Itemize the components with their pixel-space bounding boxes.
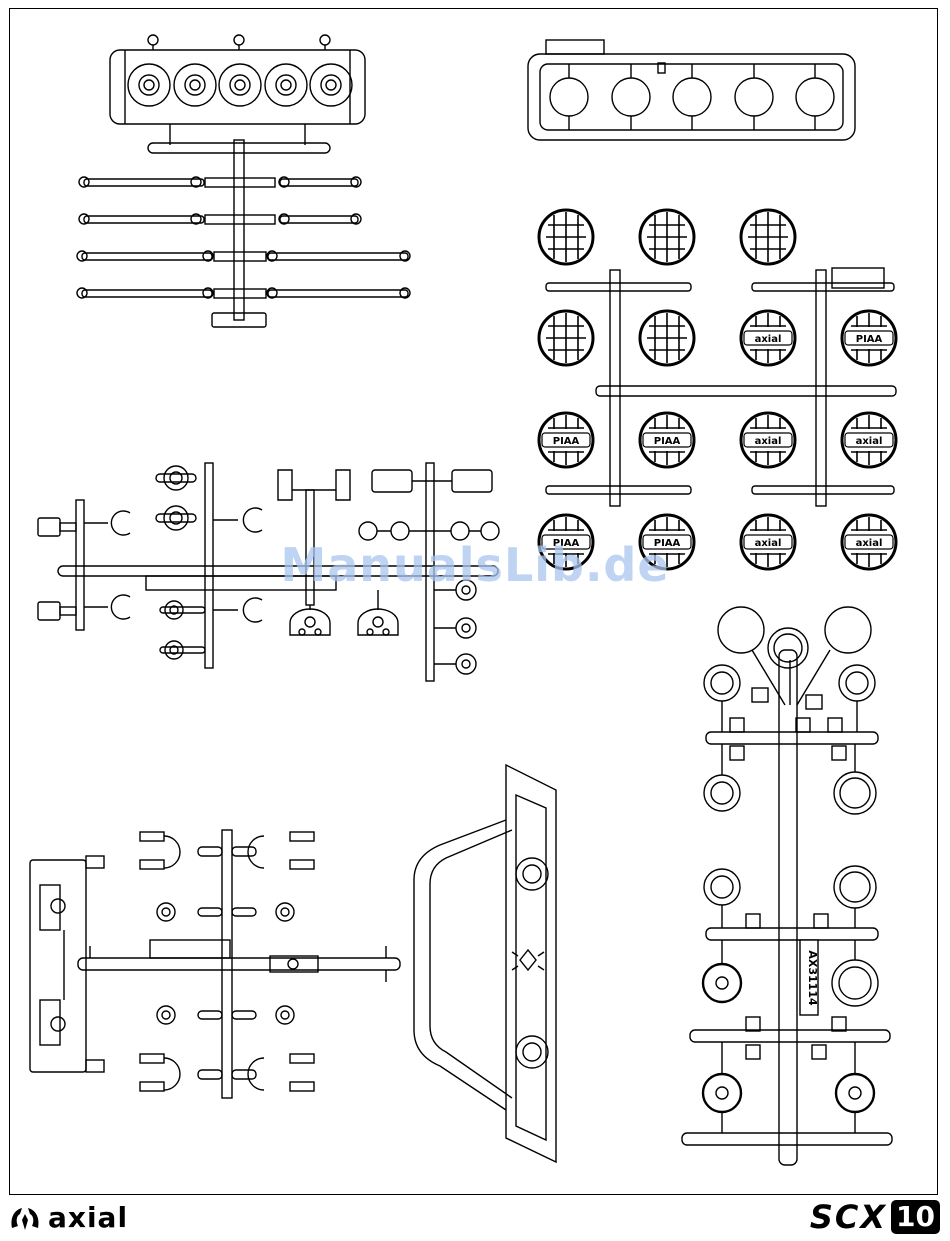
model-number: 10 bbox=[891, 1200, 940, 1234]
light-cover-grilles bbox=[546, 212, 887, 567]
piaa-label: PIAA bbox=[553, 436, 580, 447]
axial-logo: axial bbox=[8, 1200, 128, 1234]
axial-label: axial bbox=[755, 334, 782, 345]
axial-logo-icon bbox=[8, 1202, 42, 1232]
piaa-label: PIAA bbox=[654, 436, 681, 447]
light-covers bbox=[539, 210, 896, 569]
axial-label: axial bbox=[755, 436, 782, 447]
lens-sprue bbox=[528, 40, 855, 140]
shackle-sprue bbox=[30, 830, 400, 1098]
model-prefix: SCX bbox=[810, 1198, 887, 1236]
axial-label: axial bbox=[856, 436, 883, 447]
light-cover-badges bbox=[542, 331, 893, 549]
brand-name: axial bbox=[48, 1201, 128, 1234]
bumper-part bbox=[414, 765, 556, 1162]
part-code-label: AX31114 bbox=[806, 950, 819, 1006]
piaa-badge-labels: PIAA PIAA PIAA PIAA PIAA bbox=[553, 334, 883, 549]
piaa-label: PIAA bbox=[856, 334, 883, 345]
light-bucket-sprue bbox=[682, 607, 892, 1165]
light-bar-sprue bbox=[77, 35, 410, 327]
watermark: ManualsLib.de bbox=[0, 538, 950, 592]
light-cover-sprue bbox=[546, 268, 896, 506]
model-logo: SCX 10 bbox=[810, 1198, 940, 1236]
